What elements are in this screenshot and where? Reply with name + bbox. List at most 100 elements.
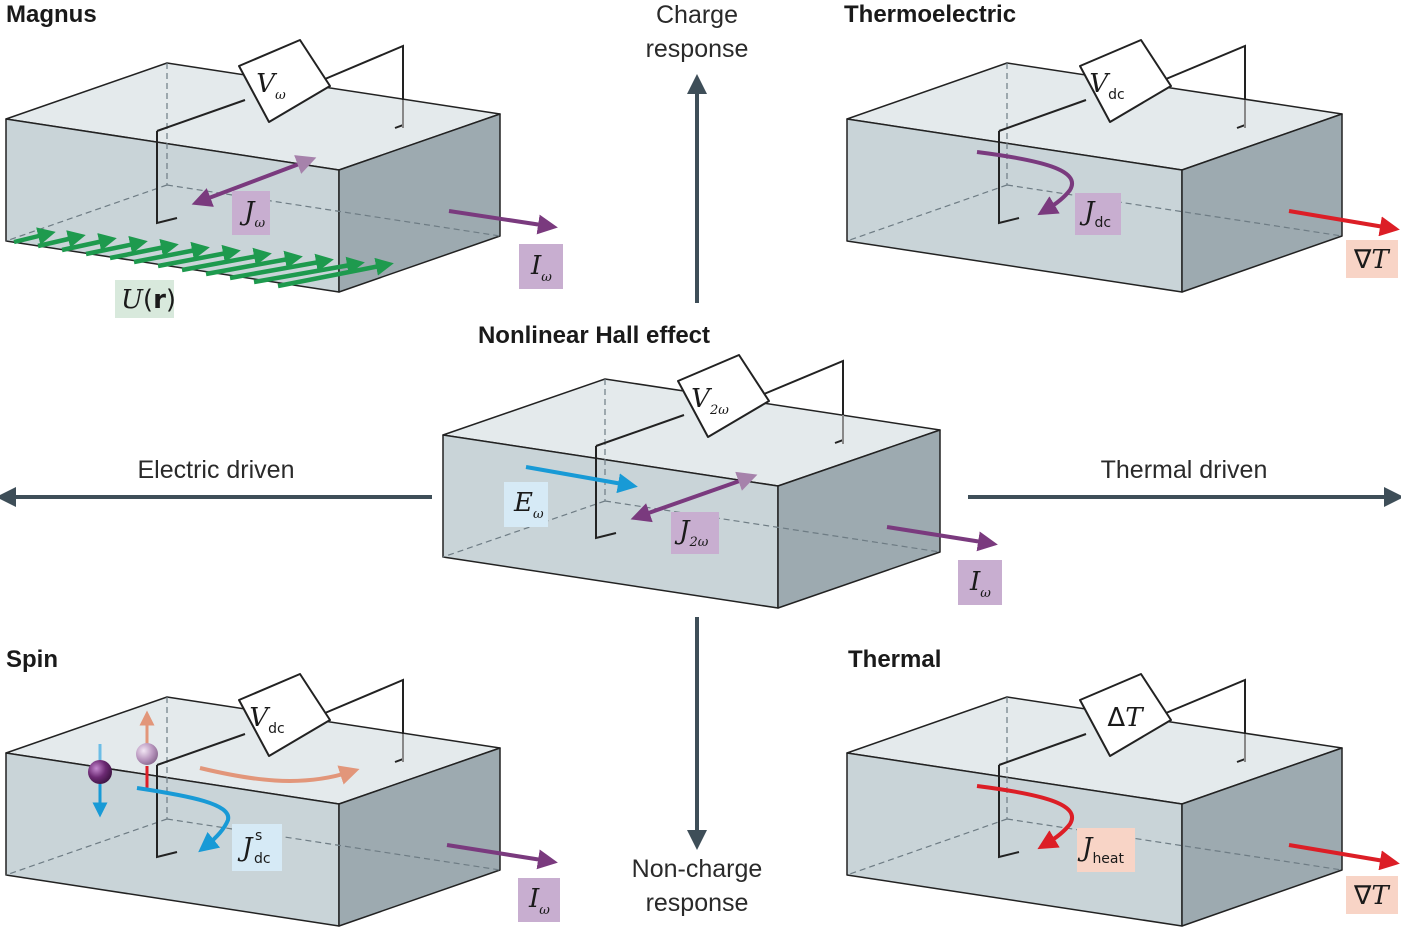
panel-thermoelectric: Thermoelectric Vdc Jdc ∇T — [844, 1, 1400, 293]
svg-text:J: J — [237, 833, 254, 863]
voltage-probe-wire — [595, 359, 844, 540]
thermometer-probe-wire — [998, 678, 1246, 859]
gradient-label: ∇T — [1346, 876, 1398, 914]
voltage-probe-wire — [998, 44, 1246, 225]
gradient-label-bg — [1346, 240, 1398, 278]
particle-dark — [88, 760, 112, 784]
svg-text:Jdc: Jdc — [1079, 197, 1111, 231]
svg-text:Jω: Jω — [239, 197, 265, 231]
panel-title-thermal: Thermal — [848, 646, 941, 673]
temperature-gradient-arrow — [1288, 843, 1400, 871]
svg-text:U(r): U(r) — [121, 285, 176, 315]
current-label-j: J2ω — [671, 512, 719, 554]
gradient-label: ∇T — [1346, 240, 1398, 278]
input-current-label: Iω — [518, 878, 560, 922]
thermometer-label: ΔT — [1107, 703, 1144, 733]
svg-text:s: s — [255, 828, 262, 844]
input-current-arrow — [446, 843, 558, 870]
voltage-probe-wire — [156, 44, 404, 225]
axis-left-label: Electric driven — [138, 456, 295, 484]
sample-box — [846, 696, 1343, 927]
field-label-e: Eω — [504, 482, 548, 527]
panel-nonlinear-hall: Nonlinear Hall effect V2ω Eω J2ω — [442, 322, 1002, 609]
voltmeter: Vdc — [1079, 39, 1172, 123]
box-hidden-edges — [5, 63, 501, 242]
potential-arrow — [253, 256, 365, 285]
svg-text:Iω: Iω — [969, 567, 991, 601]
orange-deflection-arrow — [199, 765, 360, 785]
voltmeter-label: V2ω — [691, 384, 729, 418]
current-label-j: Jdc — [1075, 193, 1121, 235]
panel-magnus: Magnus Vω — [5, 1, 563, 318]
potential-arrow — [85, 236, 148, 257]
potential-gradient-arrows — [13, 227, 394, 289]
spin-down-particle — [88, 744, 112, 818]
potential-arrow — [181, 247, 272, 273]
axis-down-label-line2: response — [646, 889, 749, 917]
svg-text:dc: dc — [254, 851, 271, 867]
spin-current-label-bg — [232, 824, 282, 871]
second-harmonic-current-arrow — [630, 471, 758, 523]
box-side-face — [338, 113, 501, 293]
voltmeter-box — [238, 673, 331, 757]
svg-text:Jheat: Jheat — [1077, 833, 1125, 867]
panel-title-thermoelectric: Thermoelectric — [844, 1, 1016, 28]
voltmeter-label: Vdc — [249, 703, 284, 737]
voltmeter-label: Vdc — [1089, 69, 1124, 103]
temperature-gradient-arrow — [1288, 209, 1400, 237]
voltmeter: Vω — [238, 39, 331, 123]
voltage-probe-wire — [156, 678, 404, 859]
voltmeter-label: Vω — [256, 69, 286, 103]
heat-label-bg — [1077, 828, 1135, 872]
input-current-arrow — [448, 209, 558, 235]
box-side-face — [777, 429, 941, 609]
particle-light — [136, 743, 158, 765]
heat-current-arrow — [976, 784, 1074, 850]
box-side-face — [338, 747, 501, 927]
potential-label: U(r) — [115, 280, 176, 318]
svg-text:∇T: ∇T — [1353, 245, 1390, 275]
spin-current-label: J s dc — [232, 824, 282, 871]
input-current-label: Iω — [958, 560, 1002, 605]
svg-text:Iω: Iω — [530, 251, 552, 285]
current-label-j: Jω — [232, 191, 270, 235]
potential-arrow — [37, 230, 86, 249]
current-label-bg — [1075, 193, 1121, 235]
svg-text:∇T: ∇T — [1353, 881, 1390, 911]
box-side-face — [1181, 747, 1343, 927]
sample-box — [442, 378, 941, 609]
axis-down-label-line1: Non-charge — [632, 855, 763, 883]
potential-arrow — [229, 253, 334, 281]
potential-arrow — [109, 238, 179, 261]
voltmeter: Vdc — [238, 673, 331, 757]
sample-box — [5, 696, 501, 927]
potential-arrow — [277, 257, 394, 289]
voltmeter: V2ω — [677, 354, 770, 438]
voltmeter-box — [238, 39, 331, 123]
potential-arrow — [61, 233, 117, 253]
voltmeter-box — [1079, 39, 1172, 123]
current-label-bg — [671, 512, 719, 554]
box-hidden-edges — [5, 697, 501, 876]
gradient-label-bg — [1346, 876, 1398, 914]
input-label-bg — [519, 244, 563, 289]
box-side-face — [1181, 113, 1343, 293]
electric-field-arrow — [525, 465, 638, 494]
panel-spin: Spin Vdc J — [5, 646, 560, 927]
svg-text:Iω: Iω — [528, 884, 550, 918]
panel-title-spin: Spin — [6, 646, 58, 673]
panel-title-magnus: Magnus — [6, 1, 97, 28]
spin-up-particle — [136, 710, 158, 790]
input-current-arrow — [886, 525, 998, 552]
hall-current-arrow — [191, 155, 317, 207]
thermometer: ΔT — [1079, 673, 1172, 757]
panel-title-nonlinear-hall: Nonlinear Hall effect — [478, 322, 710, 349]
field-label-bg — [504, 482, 548, 527]
potential-label-bg — [115, 280, 174, 318]
potential-arrow — [157, 244, 241, 269]
axis-up-label-line2: response — [646, 35, 749, 63]
axis-up-label-line1: Charge — [656, 1, 738, 29]
heat-current-label: Jheat — [1077, 828, 1135, 872]
